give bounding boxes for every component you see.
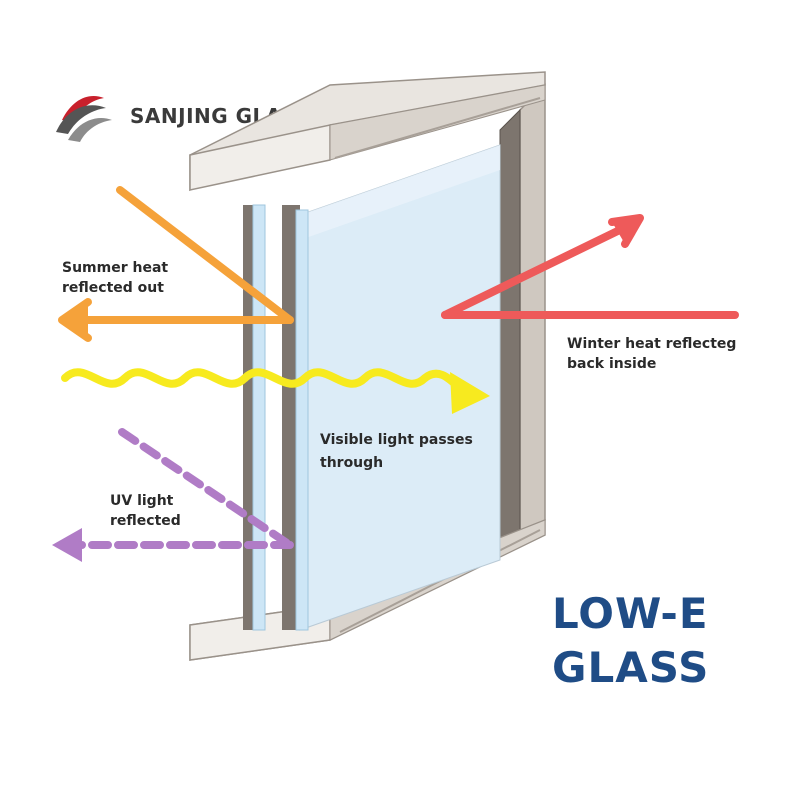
summer-heat-label: Summer heat reflected out bbox=[62, 260, 173, 296]
uv-light-label: UV light reflected bbox=[110, 493, 181, 529]
title-line-1: LOW-E bbox=[552, 589, 709, 638]
winter-heat-arrow bbox=[441, 214, 739, 319]
visible-light-arrow bbox=[61, 368, 490, 414]
visible-light-label: Visible light passes through bbox=[320, 432, 478, 471]
sanjing-swoosh-logo bbox=[56, 96, 112, 142]
summer-heat-arrow bbox=[58, 186, 294, 342]
inner-glass-pane bbox=[295, 209, 309, 631]
outer-glass-pane bbox=[252, 204, 266, 631]
uv-arrow-head bbox=[52, 528, 82, 562]
title-line-2: GLASS bbox=[552, 643, 709, 692]
uv-light-arrow bbox=[76, 428, 294, 549]
winter-heat-label: Winter heat reflecteg back inside bbox=[567, 336, 741, 372]
